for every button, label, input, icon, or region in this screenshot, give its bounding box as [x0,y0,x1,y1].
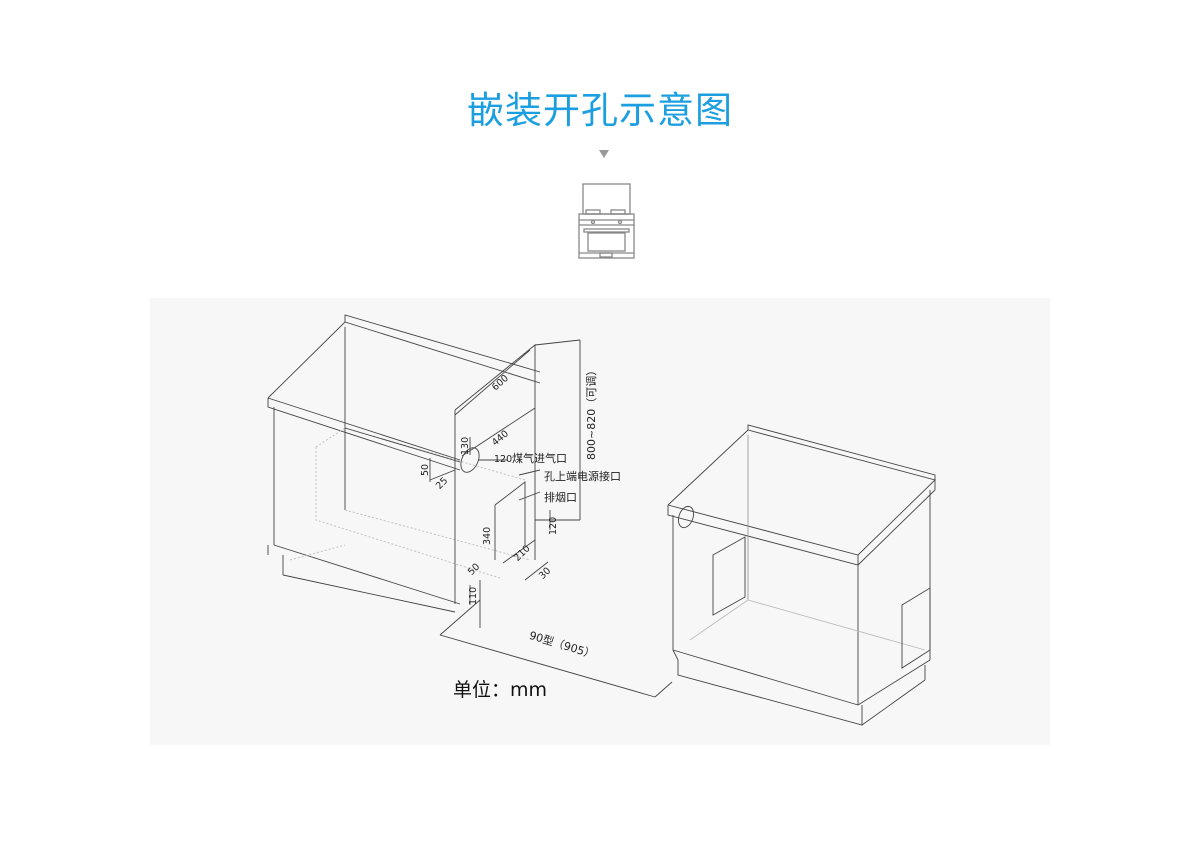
power-port-label: 孔上端电源接口 [544,470,621,483]
down-arrow-icon [599,150,609,158]
dim-130: 130 [460,436,471,455]
gas-inlet-label: 煤气进气口 [512,452,567,465]
stove-icon [578,183,635,259]
diagram-panel [150,298,1050,745]
right-cabinet [667,424,936,726]
height-range-label: 800~820（可调） [585,364,598,460]
unit-label: 单位：mm [453,679,548,701]
dim-50-top: 50 [420,463,431,476]
left-cabinet [267,314,541,613]
dim-120-gas: 120 [494,454,513,465]
dim-110: 110 [468,586,479,605]
exhaust-label: 排烟口 [544,491,577,504]
dim-340: 340 [482,526,493,545]
page-title: 嵌装开孔示意图 [467,89,733,132]
dimension-lines [429,339,673,698]
dim-120-exhaust: 120 [548,516,559,535]
